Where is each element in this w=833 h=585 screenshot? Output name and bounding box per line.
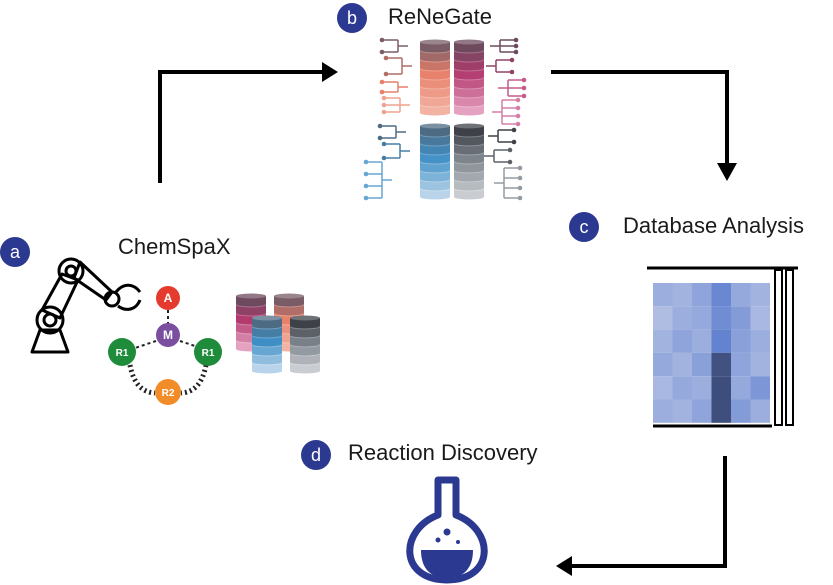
molecule-node-a-label: A bbox=[164, 291, 173, 305]
renegate-label: ReNeGate bbox=[388, 4, 492, 29]
step-b-header: b ReNeGate bbox=[337, 3, 492, 33]
database-stack-icon bbox=[236, 293, 320, 374]
robot-arm-icon bbox=[30, 257, 142, 354]
network-branch bbox=[383, 55, 412, 77]
heatmap-matrix-icon bbox=[647, 266, 798, 428]
database-cylinder bbox=[454, 123, 484, 200]
molecule-node-r1-left-label: R1 bbox=[116, 348, 129, 359]
arrow-b-to-c bbox=[551, 70, 729, 165]
step-badge-d bbox=[301, 440, 331, 470]
arrowhead-left bbox=[556, 556, 572, 576]
arrow-heads bbox=[322, 62, 737, 576]
database-analysis-label: Database Analysis bbox=[623, 213, 804, 238]
network-branch bbox=[498, 77, 527, 99]
network-branch bbox=[379, 79, 408, 95]
step-badge-d-letter: d bbox=[311, 445, 321, 465]
molecule-node-r1-right bbox=[194, 338, 222, 366]
network-branch bbox=[490, 37, 519, 55]
network-branch bbox=[484, 147, 513, 165]
step-badge-a bbox=[0, 237, 30, 267]
step-badge-c-letter: c bbox=[580, 217, 589, 237]
step-badge-a-letter: a bbox=[10, 242, 21, 262]
molecule-node-r2-label: R2 bbox=[162, 388, 175, 399]
molecule-node-a bbox=[156, 286, 180, 310]
reaction-network-icon bbox=[363, 37, 527, 201]
molecule-node-r1-left bbox=[108, 338, 136, 366]
arrow-a-to-b bbox=[158, 70, 322, 183]
database-cylinder bbox=[420, 123, 450, 200]
database-cylinder bbox=[454, 39, 484, 116]
step-c-header: c Database Analysis bbox=[569, 212, 804, 242]
molecule-node-r1-right-label: R1 bbox=[202, 348, 215, 359]
arrowhead-right bbox=[322, 62, 338, 82]
molecule-node-m-label: M bbox=[163, 328, 173, 342]
chemspax-label: ChemSpaX bbox=[118, 234, 231, 259]
network-branch bbox=[486, 57, 515, 75]
network-branch bbox=[381, 141, 410, 161]
network-branch bbox=[379, 37, 408, 55]
arrow-c-to-d bbox=[572, 456, 727, 568]
step-d-header: d Reaction Discovery bbox=[301, 440, 538, 470]
network-branch bbox=[494, 165, 523, 201]
network-branch bbox=[377, 123, 406, 141]
step-badge-b-letter: b bbox=[347, 8, 357, 28]
database-cylinder bbox=[252, 315, 282, 374]
database-cylinder bbox=[420, 39, 450, 116]
database-cylinder bbox=[290, 315, 320, 374]
step-badge-b bbox=[337, 3, 367, 33]
flask-icon bbox=[406, 476, 488, 584]
network-branch bbox=[488, 127, 517, 145]
network-branch bbox=[363, 159, 392, 201]
network-branch bbox=[492, 97, 521, 127]
network-branch bbox=[381, 95, 410, 115]
molecule-diagram: A M R1 R1 R2 bbox=[108, 286, 222, 405]
arrowhead-down bbox=[717, 163, 737, 181]
reaction-discovery-label: Reaction Discovery bbox=[348, 440, 538, 465]
renegate-databases bbox=[420, 39, 484, 200]
step-a-header: a ChemSpaX bbox=[0, 234, 231, 267]
molecule-node-r2 bbox=[155, 379, 181, 405]
step-badge-c bbox=[569, 212, 599, 242]
flow-arrows bbox=[158, 70, 729, 568]
molecule-node-m bbox=[156, 323, 180, 347]
